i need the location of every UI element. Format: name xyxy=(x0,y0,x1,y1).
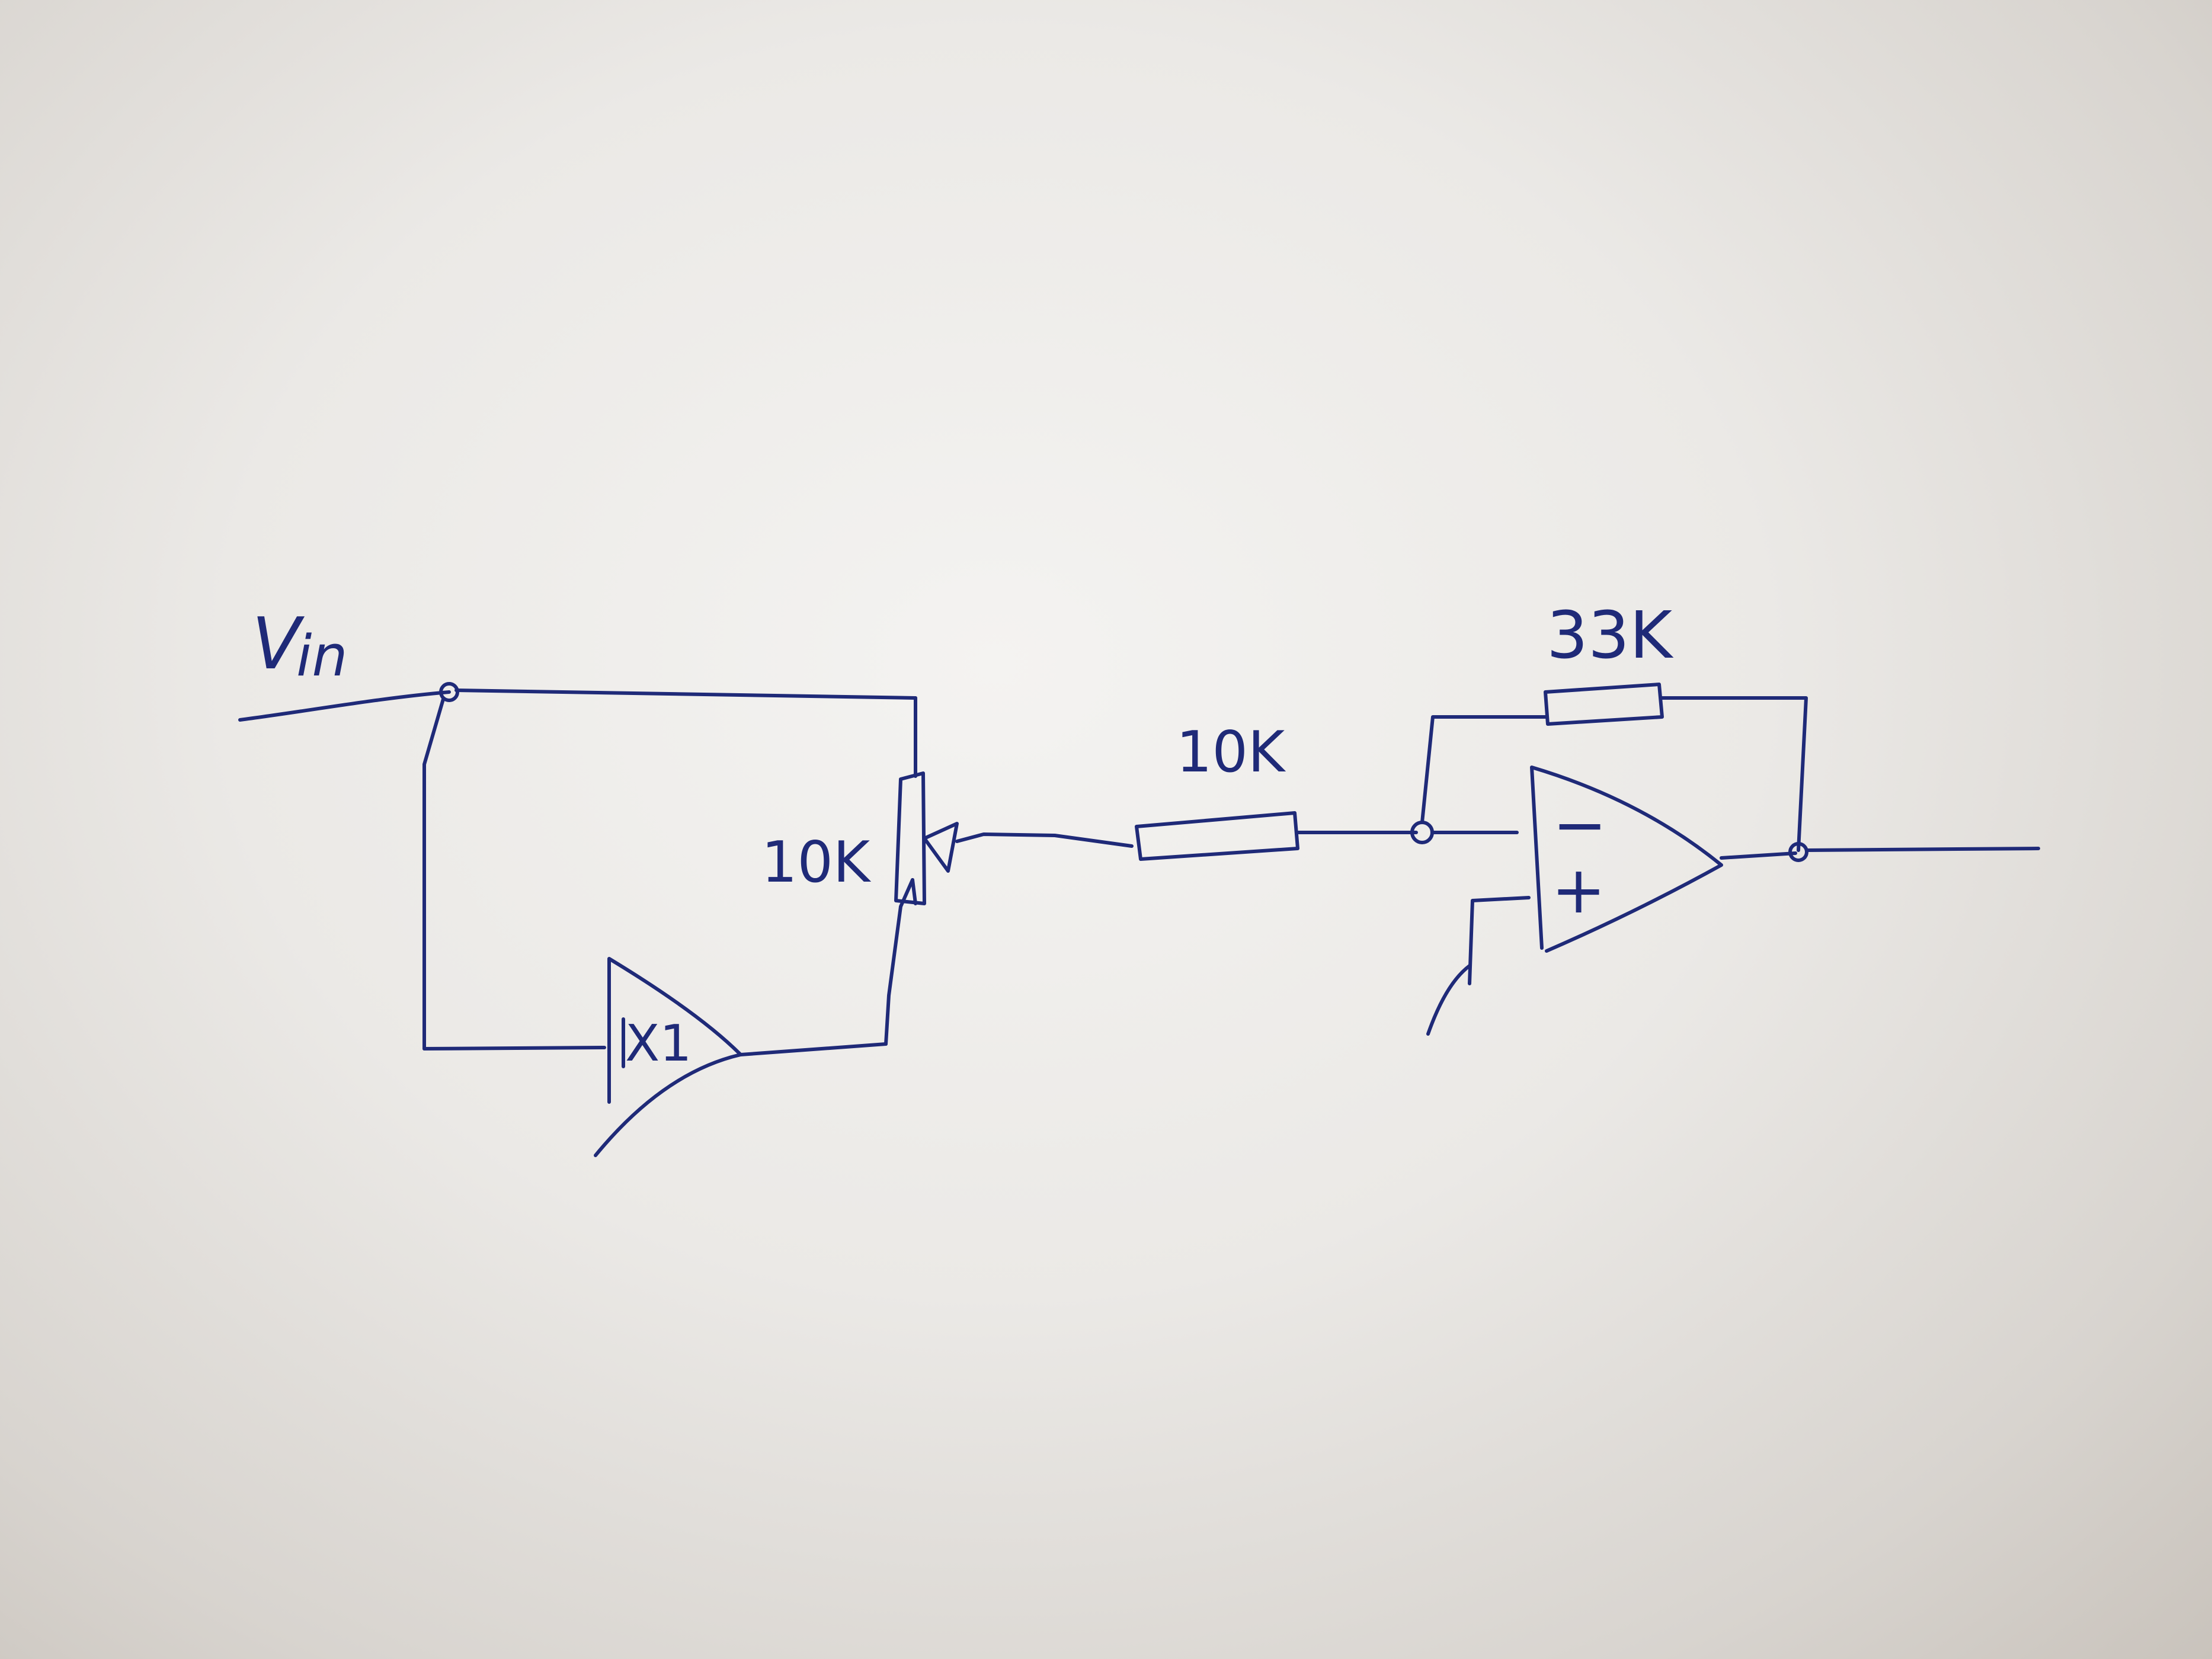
buffer-gain-label: X1 xyxy=(625,1014,692,1073)
buffer-triangle xyxy=(607,957,742,1104)
pot-wiper-arrow xyxy=(923,822,959,873)
left-vertical-wire xyxy=(422,697,445,1051)
wiper-wire xyxy=(955,832,1134,848)
top-wire xyxy=(454,688,917,700)
input-label: V in xyxy=(252,603,348,689)
opamp-triangle xyxy=(1530,766,1723,953)
feedback-left-wire xyxy=(1420,715,1547,824)
input-wire xyxy=(238,690,451,722)
input-label-subscript: in xyxy=(296,624,348,689)
pot-bottom-lead xyxy=(911,878,917,905)
potentiometer-body xyxy=(894,771,926,905)
feedback-resistor xyxy=(1544,683,1664,726)
opamp-inverting-sign: − xyxy=(1552,787,1607,863)
opamp-output-wire xyxy=(1720,851,1797,860)
output-wire xyxy=(1806,847,2040,852)
noninverting-stub-curve xyxy=(1426,964,1471,1036)
feedback-right-wire xyxy=(1660,696,1808,852)
feedback-resistor-value-label: 33K xyxy=(1547,597,1674,673)
opamp-noninverting-sign: + xyxy=(1551,852,1606,928)
input-label-main: V xyxy=(252,603,305,686)
series-resistor-value-label: 10K xyxy=(1176,720,1286,785)
output-junction-node xyxy=(1788,842,1808,862)
buffer-output-curve xyxy=(594,1053,742,1157)
buffer-input-wire xyxy=(422,1046,606,1051)
series-resistor xyxy=(1135,811,1299,861)
noninverting-input-wire xyxy=(1468,896,1531,985)
buffer-output-wire xyxy=(739,1042,888,1056)
right-vertical-wire xyxy=(884,878,914,1046)
potentiometer-value-label: 10K xyxy=(761,830,872,895)
